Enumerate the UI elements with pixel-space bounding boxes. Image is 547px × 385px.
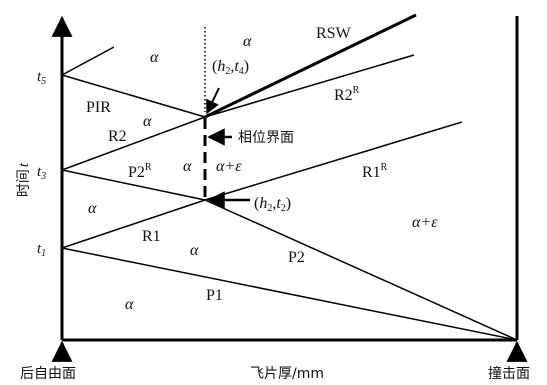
- label-p2r: P2R: [128, 162, 152, 181]
- tick-t3: t3: [37, 164, 46, 182]
- region-alpha-left: α: [88, 200, 97, 217]
- right-marker-label: 撞击面: [488, 366, 530, 382]
- svg-text:时间t: 时间t: [16, 162, 32, 197]
- region-alpha-eps-mid: α+ε: [216, 158, 242, 175]
- region-alpha-top-left: α: [150, 49, 159, 66]
- label-p1: P1: [206, 287, 223, 304]
- y-axis-title: 时间t: [16, 162, 32, 197]
- tick-t1: t1: [37, 241, 46, 259]
- left-marker-label: 后自由面: [20, 366, 76, 382]
- label-r2: R2: [108, 128, 127, 145]
- label-point-upper: (h2,t4): [212, 58, 249, 77]
- label-pir: PIR: [86, 99, 111, 116]
- label-phase-interface: 相位界面: [238, 130, 294, 146]
- wave-p2: [204, 199, 518, 341]
- wave-upper-left: [61, 46, 115, 76]
- wave-r2: [61, 116, 206, 171]
- wave-pir: [61, 74, 206, 118]
- region-alpha-top-right: α: [243, 33, 252, 50]
- x-axis-title: 飞片厚/mm: [250, 366, 324, 382]
- label-point-lower: (h2,t2): [254, 195, 291, 214]
- wave-r2r: [204, 54, 415, 118]
- label-r2r: R2R: [334, 85, 360, 104]
- region-alpha-bottom: α: [125, 296, 134, 313]
- wave-r1r: [204, 121, 463, 201]
- region-alpha-pir: α: [143, 113, 152, 130]
- wave-r1: [61, 199, 206, 249]
- wave-rsw: [204, 13, 417, 119]
- tick-t5: t5: [37, 69, 46, 87]
- arrow-point-upper: [206, 87, 220, 115]
- region-alpha-eps-right: α+ε: [412, 214, 438, 231]
- label-r1r: R1R: [362, 162, 388, 181]
- label-rsw: RSW: [316, 25, 352, 42]
- wave-p2r: [61, 169, 206, 201]
- region-alpha-center: α: [190, 242, 199, 259]
- region-alpha-mid: α: [183, 158, 192, 175]
- wave-p1: [61, 247, 518, 341]
- label-r1: R1: [142, 228, 161, 245]
- label-p2: P2: [288, 249, 305, 266]
